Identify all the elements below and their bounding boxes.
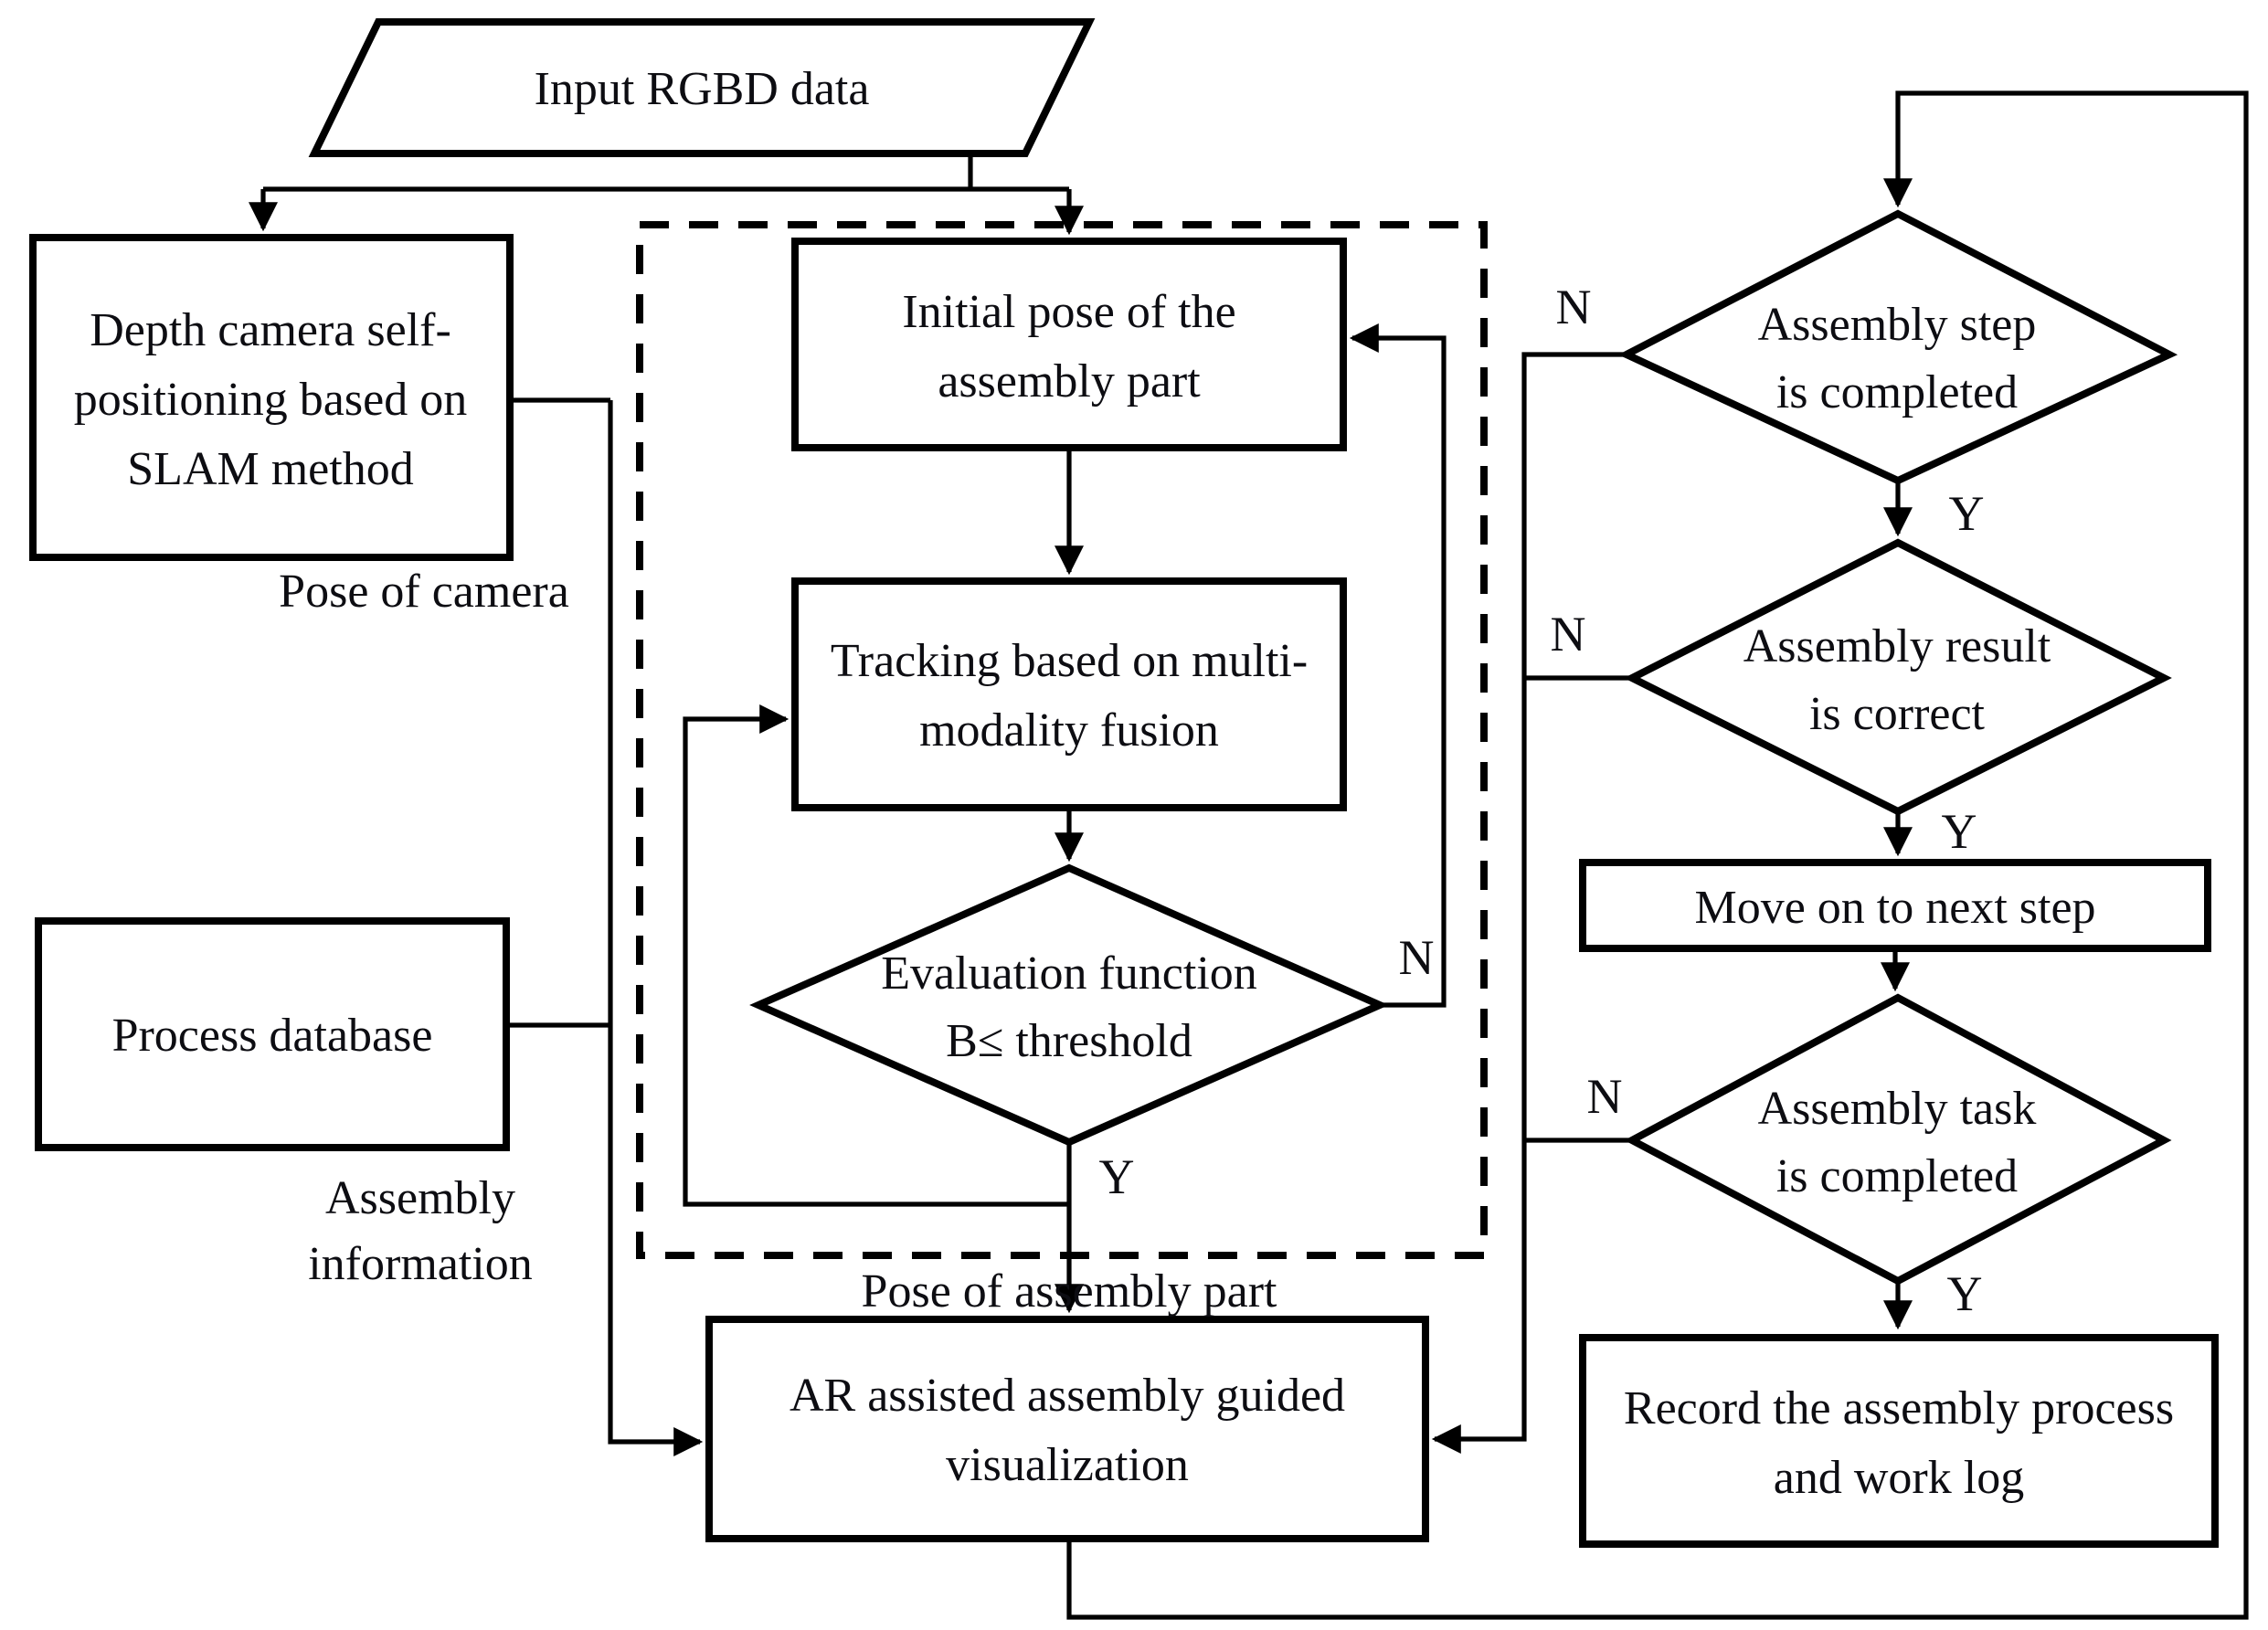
evaluation-decision — [749, 863, 1389, 1147]
assembly-step-line1: Assembly step — [1758, 299, 2037, 351]
assembly-information-line2: information — [308, 1238, 533, 1290]
record-log-node — [1579, 1334, 2219, 1548]
data-bus-line — [608, 400, 704, 1456]
assembly-step-line2: is completed — [1776, 366, 2018, 418]
initial-pose-node — [791, 238, 1347, 451]
assembly-information-line1: Assembly — [325, 1172, 515, 1224]
move-next-step-label: Move on to next step — [1694, 882, 2095, 934]
edge-ar-to-step-loop — [1066, 90, 2249, 1620]
evaluation-yes-label: Y — [1099, 1149, 1135, 1204]
tracking-node — [791, 577, 1347, 811]
assembly-task-line2: is completed — [1776, 1150, 2018, 1202]
annotations: Pose of camera Assembly information Pose… — [279, 280, 1984, 1321]
move-next-step-node — [1579, 859, 2211, 952]
input-rgbd-node — [308, 18, 1096, 157]
pose-of-assembly-part-label: Pose of assembly part — [862, 1265, 1277, 1318]
record-log-line1: Record the assembly process — [1624, 1382, 2174, 1434]
ar-visualization-line1: AR assisted assembly guided — [790, 1370, 1345, 1422]
nodes: Input RGBD data Depth camera self- posit… — [29, 18, 2219, 1548]
evaluation-line2: B≤ threshold — [946, 1015, 1192, 1067]
assembly-task-decision — [1624, 993, 2172, 1286]
assembly-step-decision — [1617, 209, 2178, 485]
ar-visualization-line2: visualization — [946, 1439, 1189, 1491]
step-no-label: N — [1556, 280, 1592, 334]
process-database-node — [35, 917, 510, 1151]
tracking-line2: modality fusion — [919, 704, 1219, 757]
assembly-result-line1: Assembly result — [1743, 620, 2051, 672]
edge-tracking-feedback-loop — [683, 704, 1069, 1207]
task-no-label: N — [1587, 1069, 1623, 1124]
record-log-line2: and work log — [1774, 1452, 2024, 1504]
task-yes-label: Y — [1947, 1266, 1983, 1321]
initial-pose-line2: assembly part — [938, 355, 1201, 408]
depth-camera-node — [29, 234, 514, 561]
evaluation-line1: Evaluation function — [881, 947, 1257, 1000]
input-rgbd-label: Input RGBD data — [535, 63, 870, 115]
depth-camera-line1: Depth camera self- — [90, 304, 451, 356]
assembly-result-line2: is correct — [1809, 688, 1986, 740]
result-yes-label: Y — [1942, 804, 1977, 859]
depth-camera-line2: positioning based on — [74, 374, 467, 426]
tracking-line1: Tracking based on multi- — [831, 635, 1308, 687]
edges — [249, 90, 2249, 1620]
pose-of-camera-label: Pose of camera — [279, 566, 569, 618]
evaluation-no-label: N — [1399, 930, 1435, 985]
assembly-result-decision — [1624, 538, 2172, 816]
result-no-label: N — [1551, 607, 1586, 662]
edge-no-collector — [1431, 352, 1627, 1454]
edge-evaluation-no-loop — [1349, 323, 1447, 1008]
step-yes-label: Y — [1949, 486, 1985, 541]
depth-camera-line3: SLAM method — [127, 443, 413, 495]
edge-input-branch — [263, 153, 1069, 192]
tracking-region-dashed-border — [636, 221, 1488, 1259]
process-database-label: Process database — [112, 1010, 433, 1062]
initial-pose-line1: Initial pose of the — [902, 286, 1235, 338]
ar-visualization-node — [705, 1316, 1429, 1542]
assembly-task-line1: Assembly task — [1758, 1083, 2037, 1135]
